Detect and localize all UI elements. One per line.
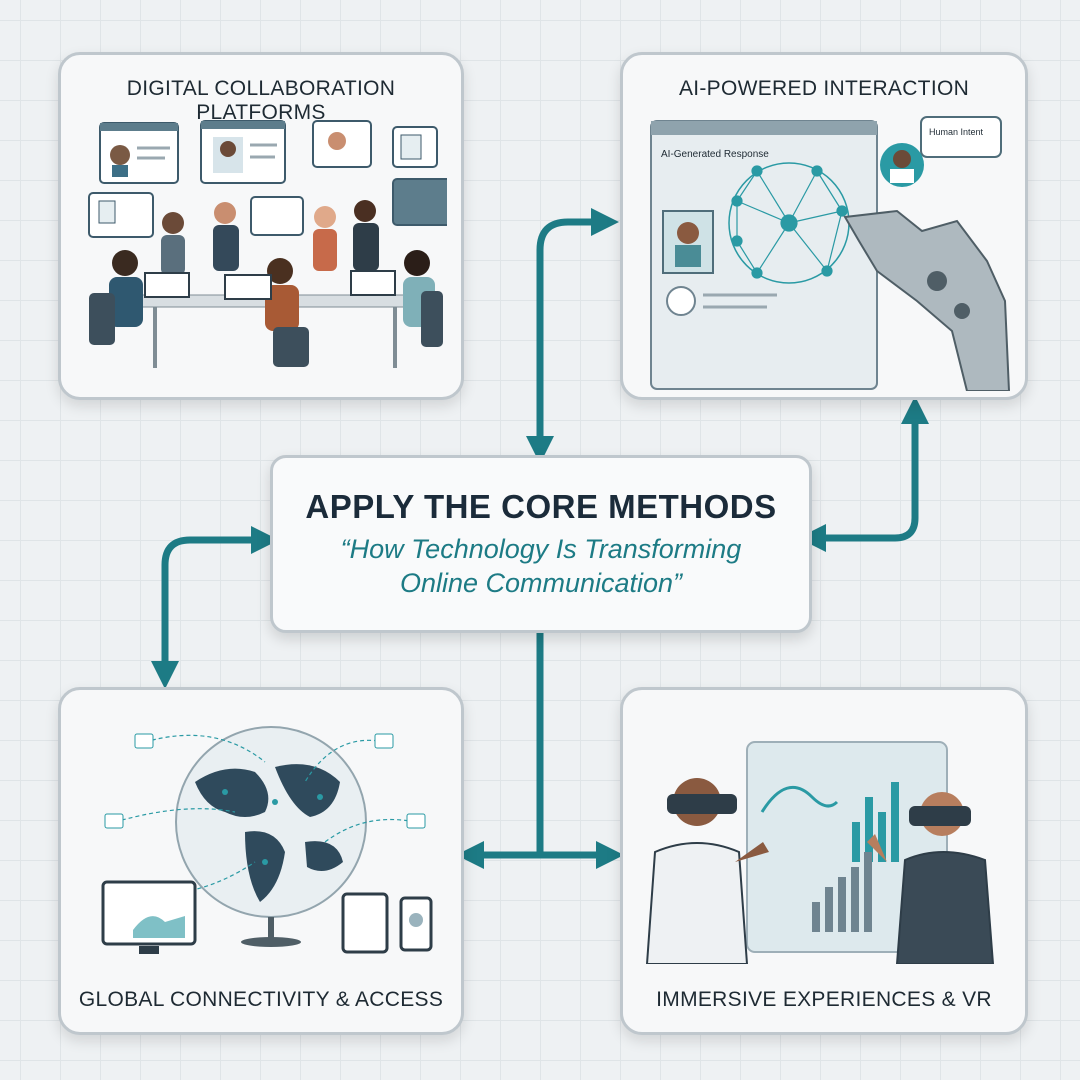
arrow-to-ai bbox=[526, 208, 619, 464]
human-intent-label: Human Intent bbox=[929, 127, 984, 137]
panel-ai-interaction: AI-POWERED INTERACTION AI-Generated Resp… bbox=[620, 52, 1028, 400]
panel-title: GLOBAL CONNECTIVITY & ACCESS bbox=[78, 988, 444, 1011]
center-subtitle-line1: “How Technology Is Transforming bbox=[340, 534, 742, 564]
center-subtitle-line2: Online Communication” bbox=[399, 568, 683, 598]
ai-illustration: AI-Generated Response Human Intent bbox=[650, 116, 1011, 391]
vr-illustration bbox=[645, 741, 995, 964]
center-core-methods: APPLY THE CORE METHODS “How Technology I… bbox=[270, 455, 812, 633]
globe-illustration bbox=[101, 726, 433, 954]
panel-digital-collaboration: DIGITAL COLLABORATION PLATFORMS bbox=[58, 52, 464, 400]
arrow-to-global bbox=[151, 526, 279, 689]
arrow-ai-right bbox=[798, 396, 929, 552]
panel-title: IMMERSIVE EXPERIENCES & VR bbox=[656, 988, 992, 1011]
collaboration-illustration bbox=[88, 120, 447, 368]
panel-global-connectivity: GLOBAL CONNECTIVITY & ACCESS bbox=[58, 687, 464, 1035]
center-title: APPLY THE CORE METHODS bbox=[305, 488, 777, 525]
panel-immersive-vr: IMMERSIVE EXPERIENCES & VR bbox=[620, 687, 1028, 1035]
center-subtitle: “How Technology Is Transforming Online C… bbox=[273, 532, 809, 600]
ai-response-label: AI-Generated Response bbox=[661, 149, 769, 160]
panel-title: DIGITAL COLLABORATION PLATFORMS bbox=[126, 77, 396, 124]
panel-title: AI-POWERED INTERACTION bbox=[678, 77, 970, 100]
